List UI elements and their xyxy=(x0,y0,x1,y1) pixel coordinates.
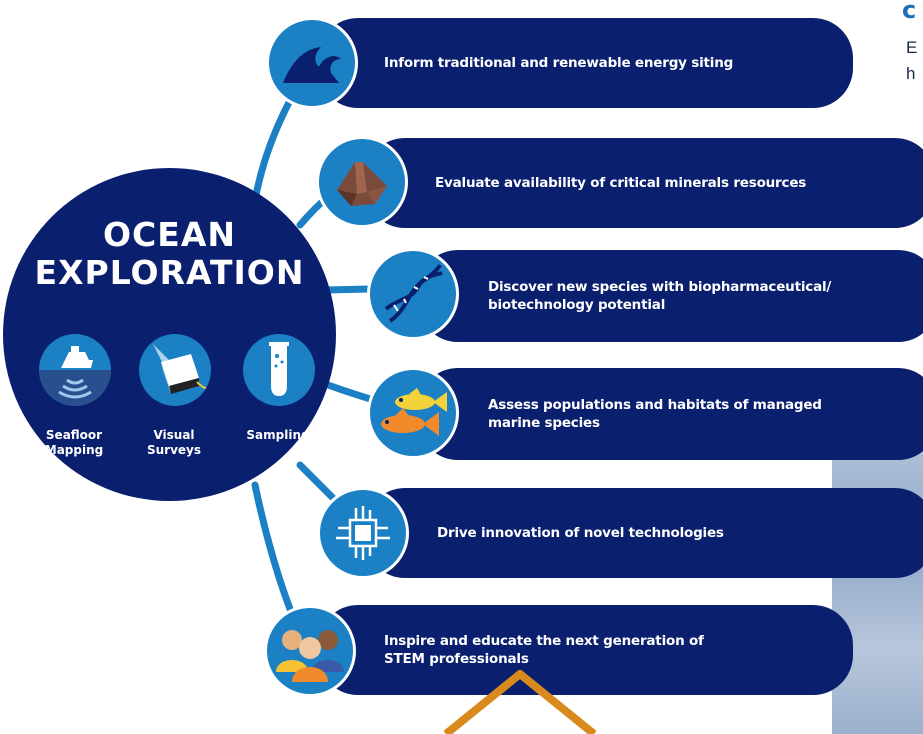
outcome-minerals: Evaluate availability of critical minera… xyxy=(365,138,923,228)
outcome-technology: Drive innovation of novel technologies xyxy=(365,488,923,578)
microchip-icon xyxy=(317,487,409,579)
outcome-energy: Inform traditional and renewable energy … xyxy=(318,18,853,108)
corner-text-line-1: E xyxy=(906,38,918,57)
corner-heading-fragment: c xyxy=(902,0,917,24)
outcome-species: Discover new species with biopharmaceuti… xyxy=(418,250,923,342)
people-group-icon xyxy=(264,605,356,697)
test-tube-icon xyxy=(243,334,315,406)
outcome-minerals-label: Evaluate availability of critical minera… xyxy=(435,175,807,191)
outcome-stem-label: Inspire and educate the next generation … xyxy=(384,633,704,667)
tool-label-sampling: Sampling xyxy=(246,428,310,442)
ship-sonar-icon xyxy=(39,334,111,406)
orange-roof-shape xyxy=(443,670,597,734)
dna-icon xyxy=(367,248,459,340)
wave-icon xyxy=(266,17,358,109)
fish-icon xyxy=(367,367,459,459)
corner-text-line-2: h xyxy=(906,64,916,83)
main-title-line-2: EXPLORATION xyxy=(34,253,305,292)
outcome-species-label: Discover new species with biopharmaceuti… xyxy=(488,279,832,313)
outcome-stem: Inspire and educate the next generation … xyxy=(318,605,853,695)
mineral-rock-icon xyxy=(316,136,408,228)
rov-camera-icon xyxy=(139,334,211,406)
outcome-energy-label: Inform traditional and renewable energy … xyxy=(384,55,734,71)
outcome-marine-label: Assess populations and habitats of manag… xyxy=(488,397,822,431)
outcome-technology-label: Drive innovation of novel technologies xyxy=(437,525,724,541)
main-title-line-1: OCEAN xyxy=(103,215,236,254)
outcome-marine: Assess populations and habitats of manag… xyxy=(418,368,923,460)
